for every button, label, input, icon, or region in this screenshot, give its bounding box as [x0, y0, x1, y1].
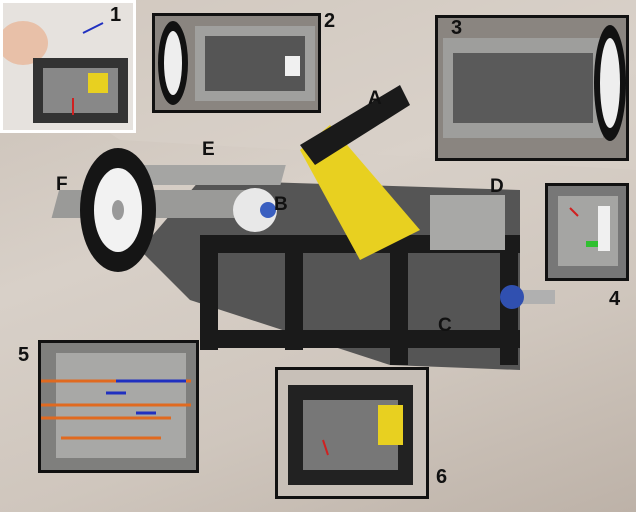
part-label-e: E — [202, 139, 215, 160]
inset-label-5: 5 — [18, 344, 30, 366]
inset-label-6: 6 — [436, 466, 448, 488]
inset-2-photo — [158, 21, 315, 105]
part-label-b: B — [274, 194, 288, 215]
inset-2 — [152, 13, 321, 113]
inset-label-1: 1 — [110, 4, 122, 26]
inset-3 — [435, 15, 629, 161]
red-arrow-icon — [569, 207, 579, 217]
inset-4 — [545, 183, 629, 281]
wheel — [80, 148, 156, 272]
inset-1-photo — [3, 21, 128, 123]
part-label-c: C — [438, 315, 452, 336]
inset-4-photo — [548, 186, 626, 278]
inset-5-photo — [41, 343, 196, 470]
inset-label-3: 3 — [451, 17, 463, 39]
part-label-d: D — [490, 176, 504, 197]
inset-6-photo — [278, 370, 426, 496]
part-label-a: A — [368, 88, 382, 109]
red-arrow-icon — [322, 439, 329, 456]
part-label-f: F — [56, 174, 68, 195]
inset-1 — [0, 0, 136, 133]
inset-6 — [275, 367, 429, 499]
inset-5 — [38, 340, 199, 473]
inset-label-2: 2 — [324, 10, 336, 32]
inset-label-4: 4 — [609, 288, 621, 310]
blue-arrow-icon — [82, 22, 104, 34]
inset-3-photo — [443, 25, 626, 141]
